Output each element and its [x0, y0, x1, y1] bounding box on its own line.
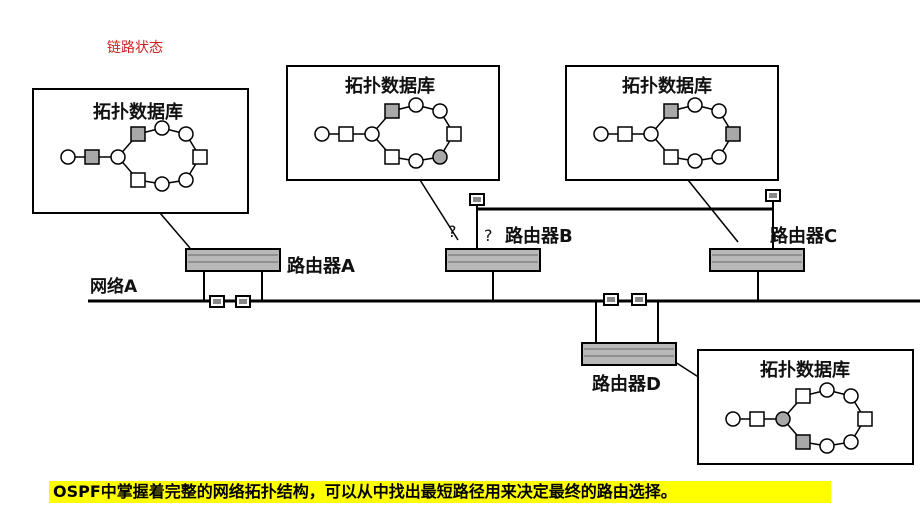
topology-network-node [130, 172, 146, 188]
router-d-label: 路由器D [592, 374, 661, 395]
db-title-c: 拓扑数据库 [622, 76, 712, 97]
topology-router-node [314, 126, 330, 142]
topology-router-node [178, 172, 194, 188]
topology-graph-b [314, 97, 462, 169]
router-a-device [185, 248, 281, 272]
topology-network-node [857, 411, 873, 427]
topology-network-node [338, 126, 354, 142]
topology-router-node [408, 153, 424, 169]
topology-router-node [154, 176, 170, 192]
db-title-b: 拓扑数据库 [345, 76, 435, 97]
topology-graph-c [593, 97, 741, 169]
topology-network-node [446, 126, 462, 142]
topology-router-node [687, 153, 703, 169]
topology-router-node [725, 411, 741, 427]
db-title-d: 拓扑数据库 [760, 360, 850, 381]
topology-router-node [819, 382, 835, 398]
topology-network-node [384, 149, 400, 165]
callout-b [419, 179, 459, 241]
topology-router-node [819, 438, 835, 454]
topology-router-node [408, 97, 424, 113]
topology-router-node [711, 103, 727, 119]
router-c-device [709, 248, 805, 272]
topology-router-node [60, 149, 76, 165]
topology-network-node [795, 388, 811, 404]
topology-network-node [663, 149, 679, 165]
router-c-label: 路由器C [770, 226, 838, 247]
topology-router-node [364, 126, 380, 142]
topology-network-node [749, 411, 765, 427]
topology-router-node [643, 126, 659, 142]
db-title-a: 拓扑数据库 [93, 102, 183, 123]
topology-network-node [617, 126, 633, 142]
topology-network-node [384, 103, 400, 119]
stray-mark-1: ? [448, 222, 457, 241]
topology-router-node [711, 149, 727, 165]
router-b-label: 路由器B [505, 226, 573, 247]
topology-network-node [84, 149, 100, 165]
callout-a [159, 212, 191, 249]
topology-router-node [843, 434, 859, 450]
topology-router-node [775, 411, 791, 427]
topology-network-node [130, 126, 146, 142]
topology-router-node [154, 120, 170, 136]
topology-router-node [432, 103, 448, 119]
topology-graph-d [725, 382, 873, 454]
topology-router-node [687, 97, 703, 113]
topology-network-node [192, 149, 208, 165]
topology-router-node [843, 388, 859, 404]
stray-mark-2: ? [484, 226, 493, 245]
topology-router-node [110, 149, 126, 165]
router-a-label: 路由器A [287, 256, 355, 277]
summary-caption: OSPF中掌握着完整的网络拓扑结构，可以从中找出最短路径用来决定最终的路由选择。 [49, 481, 831, 503]
router-b-device [445, 248, 541, 272]
router-d-device [581, 342, 677, 366]
topology-router-node [178, 126, 194, 142]
topology-graph-a [60, 120, 208, 192]
topology-network-node [795, 434, 811, 450]
topology-router-node [593, 126, 609, 142]
topology-network-node [663, 103, 679, 119]
network-a-label: 网络A [90, 277, 138, 297]
link-state-heading: 链路状态 [107, 40, 163, 56]
callout-c [687, 179, 739, 243]
topology-network-node [725, 126, 741, 142]
topology-router-node [432, 149, 448, 165]
